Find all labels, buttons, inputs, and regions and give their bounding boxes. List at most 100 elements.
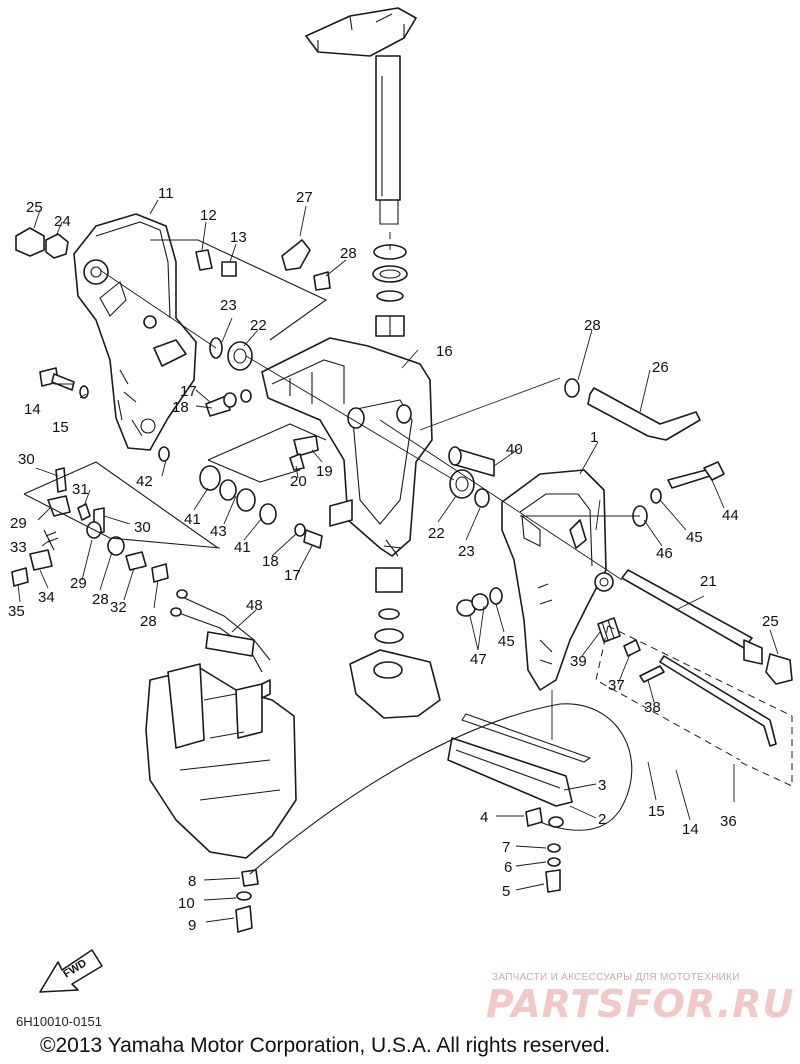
callout-45-center: 45 (498, 633, 515, 650)
callout-28-top: 28 (340, 245, 357, 262)
callout-20: 20 (290, 473, 307, 490)
callout-33: 33 (10, 539, 27, 556)
callout-32: 32 (110, 599, 127, 616)
bolt-44 (632, 461, 725, 527)
left-small-parts-29-35 (11, 467, 169, 587)
callout-22-left: 22 (250, 317, 267, 334)
parts-19-20 (289, 435, 319, 471)
callout-28-right: 28 (584, 317, 601, 334)
group-lines-29-34 (23, 461, 221, 549)
callout-30-right: 30 (134, 519, 151, 536)
callout-5: 5 (502, 883, 510, 900)
callout-26: 26 (652, 359, 669, 376)
lever-26 (564, 378, 701, 441)
nut-25-washer-24 (15, 227, 69, 259)
callout-42: 42 (136, 473, 153, 490)
callout-40: 40 (506, 441, 523, 458)
callout-15-right: 15 (648, 803, 665, 820)
callout-18-center: 18 (262, 553, 279, 570)
callout-35: 35 (8, 603, 25, 620)
tilt-tube-21 (621, 569, 793, 685)
callout-25-left: 25 (26, 199, 43, 216)
callout-25-right: 25 (762, 613, 779, 630)
callout-4: 4 (480, 809, 488, 826)
group-box-36 (595, 625, 793, 787)
diagram-code: 6H10010-0151 (16, 1014, 103, 1029)
callout-8: 8 (188, 873, 196, 890)
harness-48 (170, 589, 271, 673)
group-lines-12-27 (150, 239, 328, 341)
callout-10: 10 (178, 895, 195, 912)
nuts-47 (456, 587, 503, 617)
callout-13: 13 (230, 229, 247, 246)
callout-2: 2 (598, 811, 606, 828)
watermark-logo: PARTSFOR.RU (486, 982, 795, 1026)
callout-21: 21 (700, 573, 717, 590)
group-lines-41-43 (207, 423, 327, 483)
callout-1: 1 (590, 429, 598, 446)
trim-tilt-unit (145, 663, 297, 859)
callout-37: 37 (608, 677, 625, 694)
callout-3: 3 (598, 777, 606, 794)
callout-14-left: 14 (24, 401, 41, 418)
parts-17-18-center (294, 523, 323, 549)
pin-40 (448, 446, 495, 477)
callout-38: 38 (644, 699, 661, 716)
callout-30-left: 30 (18, 451, 35, 468)
callout-17-left: 17 (180, 383, 197, 400)
callout-43: 43 (210, 523, 227, 540)
swivel-bracket (261, 337, 433, 557)
callout-19: 19 (316, 463, 333, 480)
callout-44: 44 (722, 507, 739, 524)
callout-6: 6 (504, 859, 512, 876)
callout-22-right: 22 (428, 525, 445, 542)
rod-36 (659, 655, 777, 747)
callout-47: 47 (470, 651, 487, 668)
callout-34: 34 (38, 589, 55, 606)
hardware-8-10 (235, 869, 259, 933)
steering-shaft (305, 7, 417, 225)
callout-12: 12 (200, 207, 217, 224)
fwd-arrow: FWD (39, 949, 103, 993)
callout-31: 31 (72, 481, 89, 498)
callout-48: 48 (246, 597, 263, 614)
callout-45-right: 45 (686, 529, 703, 546)
callout-36: 36 (720, 813, 737, 830)
callout-15-left: 15 (52, 419, 69, 436)
callout-41-right: 41 (234, 539, 251, 556)
callout-11: 11 (158, 185, 174, 202)
callout-23-left: 23 (220, 297, 237, 314)
bushing-22-right (449, 469, 490, 508)
parts-17-18-left (205, 389, 252, 417)
bushing-22-23-left (209, 337, 253, 371)
callout-28-lower: 28 (140, 613, 157, 630)
bushing-39 (597, 617, 621, 643)
part-27-bracket (281, 239, 331, 291)
callout-18-left: 18 (172, 399, 189, 416)
bushings-41-43 (158, 446, 277, 525)
callout-23-right: 23 (458, 543, 475, 560)
leader-lines (17, 199, 779, 923)
clamp-bracket-right (501, 469, 614, 691)
callout-17-center: 17 (284, 567, 301, 584)
watermark-tagline: ЗАПЧАСТИ И АКСЕССУАРЫ ДЛЯ МОТОТЕХНИКИ (492, 972, 740, 983)
callout-16: 16 (436, 343, 453, 360)
bolt-14-left (39, 367, 89, 399)
anode-plate (447, 713, 592, 807)
parts-37-38 (623, 639, 665, 683)
callout-14-right: 14 (682, 821, 699, 838)
callout-29-top: 29 (10, 515, 27, 532)
lower-bushings (349, 567, 441, 719)
callout-41-left: 41 (184, 511, 201, 528)
callout-7: 7 (502, 839, 510, 856)
callout-39: 39 (570, 653, 587, 670)
callout-9: 9 (188, 917, 196, 934)
parts-12-13 (195, 249, 237, 277)
callout-29-bottom: 29 (70, 575, 87, 592)
callout-46: 46 (656, 545, 673, 562)
ground-lead (249, 703, 633, 875)
callout-24: 24 (54, 213, 71, 230)
copyright-notice: ©2013 Yamaha Motor Corporation, U.S.A. A… (40, 1034, 611, 1057)
